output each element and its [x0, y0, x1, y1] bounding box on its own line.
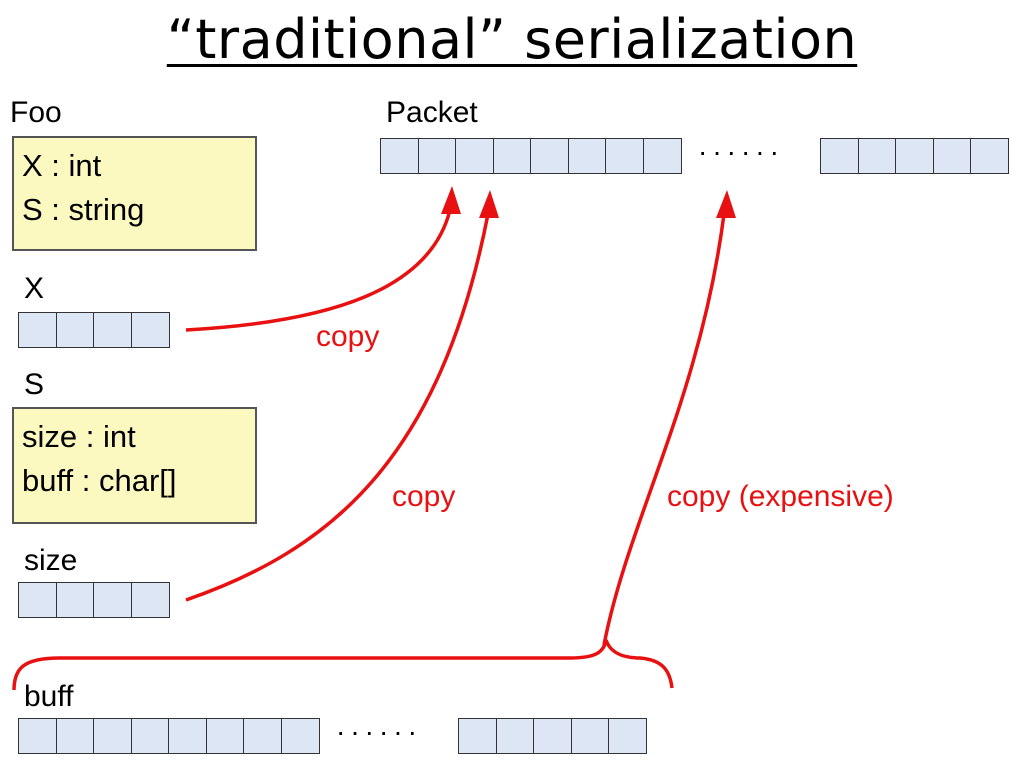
- byte-cell: [130, 582, 170, 618]
- byte-cell: [533, 718, 572, 754]
- byte-cell: [530, 138, 569, 174]
- byte-cell: [605, 138, 644, 174]
- byte-cell: [970, 138, 1009, 174]
- s-struct-box: size : int buff : char[]: [12, 407, 257, 524]
- size-label: size: [24, 544, 78, 577]
- buff-brace: [12, 639, 674, 691]
- slide-title: “traditional” serialization: [166, 8, 858, 71]
- buff-bytes-end: [458, 718, 647, 754]
- copy-label-expensive: copy (expensive): [667, 480, 894, 513]
- arrowhead-icon: [716, 190, 736, 218]
- arrowhead-icon: [479, 190, 499, 218]
- byte-cell: [168, 718, 207, 754]
- byte-cell: [895, 138, 934, 174]
- packet-ellipsis: ······: [698, 136, 784, 167]
- byte-cell: [130, 718, 170, 754]
- byte-cell: [570, 718, 610, 754]
- x-bytes: [18, 312, 170, 348]
- byte-cell: [130, 312, 170, 348]
- byte-cell: [93, 718, 132, 754]
- byte-cell: [857, 138, 897, 174]
- copy-arrow-size: [185, 213, 490, 602]
- byte-cell: [455, 138, 494, 174]
- s-field-size: size : int: [22, 419, 136, 454]
- foo-struct-box: X : int S : string: [12, 136, 257, 251]
- foo-field-s: S : string: [22, 192, 145, 227]
- byte-cell: [380, 138, 419, 174]
- copy-arrow-buff: [602, 213, 726, 646]
- byte-cell: [55, 312, 95, 348]
- byte-cell: [608, 718, 647, 754]
- copy-label-1: copy: [316, 320, 380, 353]
- copy-label-2: copy: [392, 480, 456, 513]
- byte-cell: [205, 718, 245, 754]
- s-label: S: [24, 368, 45, 401]
- buff-bytes-start: [18, 718, 320, 754]
- foo-field-x: X : int: [22, 148, 102, 183]
- byte-cell: [932, 138, 972, 174]
- byte-cell: [93, 582, 132, 618]
- arrowhead-icon: [441, 186, 461, 214]
- byte-cell: [642, 138, 682, 174]
- byte-cell: [495, 718, 535, 754]
- packet-label: Packet: [386, 96, 478, 129]
- byte-cell: [55, 718, 95, 754]
- buff-ellipsis: ······: [336, 716, 422, 747]
- packet-bytes-end: [820, 138, 1009, 174]
- buff-label: buff: [24, 680, 74, 713]
- packet-bytes-start: [380, 138, 682, 174]
- byte-cell: [18, 718, 57, 754]
- x-label: X: [24, 272, 45, 305]
- byte-cell: [280, 718, 320, 754]
- copy-arrow-x: [185, 209, 452, 332]
- s-field-buff: buff : char[]: [22, 463, 177, 498]
- byte-cell: [18, 582, 57, 618]
- size-bytes: [18, 582, 170, 618]
- foo-label: Foo: [10, 96, 62, 129]
